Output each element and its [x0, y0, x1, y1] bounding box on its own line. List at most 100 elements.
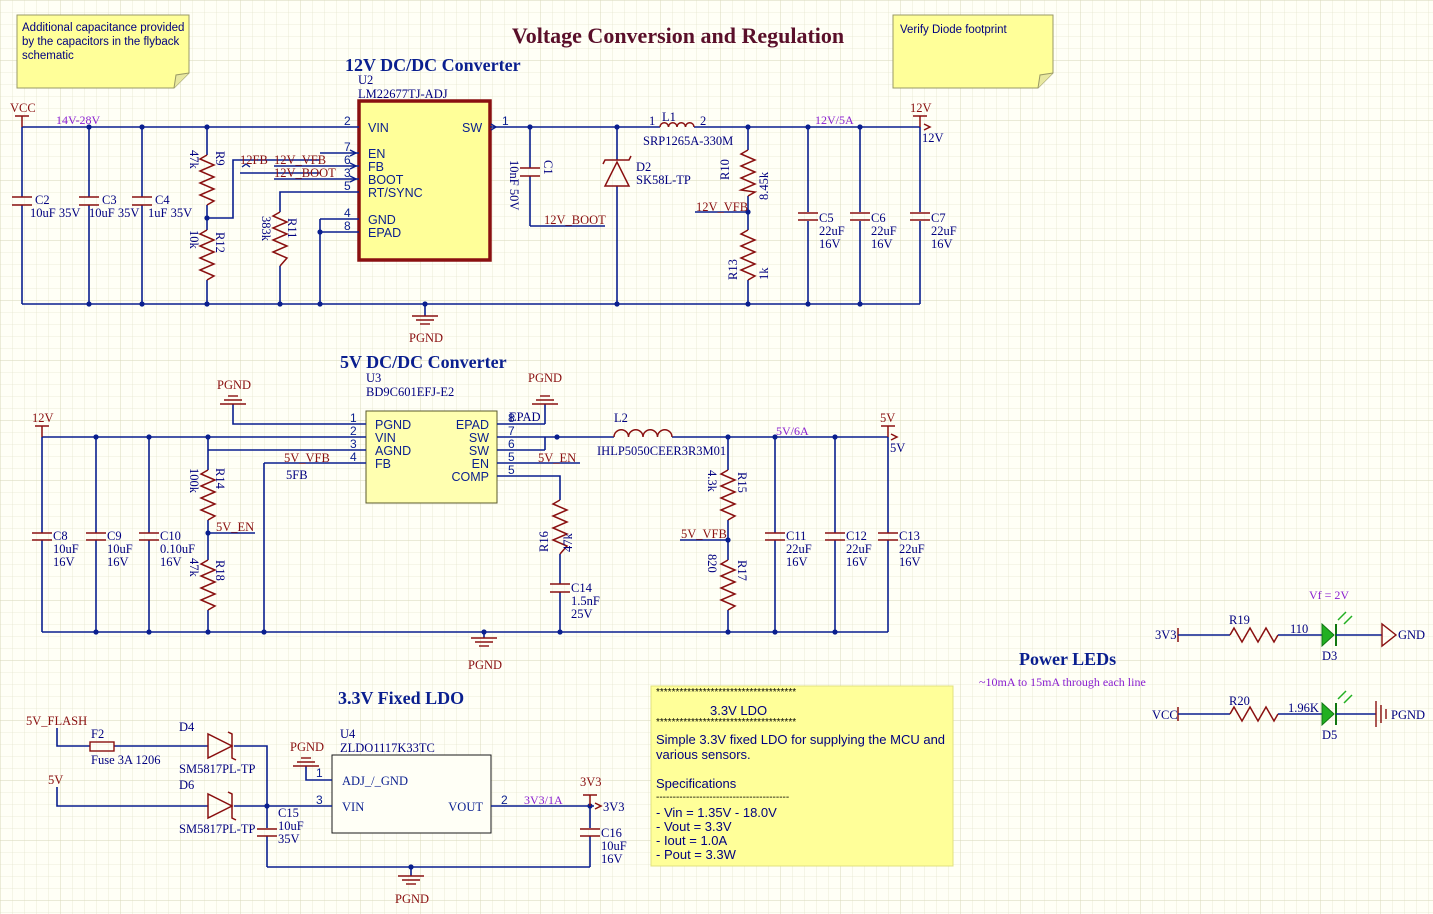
svg-text:3V3: 3V3	[603, 800, 625, 814]
svg-text:R15: R15	[735, 472, 749, 493]
diode-d2[interactable]: D2 SK58L-TP	[602, 155, 691, 187]
port-12v-out[interactable]: 12V 12V	[910, 101, 944, 145]
cap-c7[interactable]: C7 22uF 16V	[910, 211, 957, 251]
cap-c12[interactable]: C12 22uF 16V	[825, 529, 872, 569]
svg-text:12V: 12V	[910, 101, 932, 115]
svg-text:16V: 16V	[899, 555, 921, 569]
svg-text:4.3k: 4.3k	[705, 470, 719, 493]
cap-c5[interactable]: C5 22uF 16V	[798, 211, 845, 251]
svg-text:5V: 5V	[880, 411, 895, 425]
svg-text:Fuse 3A 1206: Fuse 3A 1206	[91, 753, 160, 767]
inductor-l1[interactable]: L1 1 2 SRP1265A-330M	[643, 110, 733, 148]
svg-text:C3: C3	[102, 193, 117, 207]
cap-c4[interactable]: C4 1uF 35V	[132, 193, 192, 220]
sheet-title: Voltage Conversion and Regulation	[512, 23, 844, 48]
fuse-f2[interactable]: F2 Fuse 3A 1206	[89, 727, 160, 767]
u3-pin1-num: 1	[350, 411, 357, 425]
port-5v-ldo[interactable]: 5V	[48, 773, 63, 787]
diode-d6[interactable]: D6 SM5817PL-TP	[179, 778, 255, 836]
u3-epad-net: EPAD	[509, 410, 541, 424]
svg-text:GND: GND	[1398, 628, 1425, 642]
u3-pin-comp: COMP	[452, 470, 490, 484]
svg-text:10uF: 10uF	[53, 542, 79, 556]
note-left[interactable]: Additional capacitance provided by the c…	[16, 14, 190, 89]
resistor-r14[interactable]: 100k R14	[187, 468, 227, 521]
resistor-r12[interactable]: 10k R12	[187, 229, 227, 281]
svg-text:VCC: VCC	[10, 101, 36, 115]
port-3v3-ldo[interactable]: 3V3 3V3	[580, 775, 625, 814]
pgnd-5v-left: PGND	[217, 378, 251, 405]
vcc-port-12v[interactable]: VCC	[10, 101, 36, 127]
ldo-info-box[interactable]: ************************************ 3.3…	[650, 685, 954, 867]
diode-d4[interactable]: D4 SM5817PL-TP	[179, 720, 255, 776]
u2-pin-en: EN	[368, 147, 385, 161]
u2-pin-sw: SW	[462, 121, 482, 135]
u2-pin6-num: 6	[344, 153, 351, 167]
cap-c6[interactable]: C6 22uF 16V	[850, 211, 897, 251]
led2-port[interactable]: VCC	[1152, 708, 1178, 722]
svg-text:5V: 5V	[890, 441, 905, 455]
svg-text:PGND: PGND	[528, 371, 562, 385]
cap-c11[interactable]: C11 22uF 16V	[765, 529, 812, 569]
cap-c9[interactable]: C9 10uF 16V	[86, 529, 133, 569]
svg-text:R16: R16	[537, 531, 551, 552]
net-12fb: 12FB	[240, 153, 268, 167]
svg-text:C7: C7	[931, 211, 946, 225]
cap-c10[interactable]: C10 0.10uF 16V	[139, 529, 195, 569]
svg-text:******************************: ************************************	[656, 717, 796, 728]
u3-pin5-comp-num: 5	[508, 463, 515, 477]
svg-text:SRP1265A-330M: SRP1265A-330M	[643, 134, 733, 148]
port-12v-in-5v[interactable]: 12V	[32, 411, 54, 437]
cap-c16[interactable]: C16 10uF 16V	[580, 826, 627, 866]
svg-text:C10: C10	[160, 529, 181, 543]
resistor-r17[interactable]: 820 R17	[705, 554, 749, 611]
resistor-r10[interactable]: R10 8.45k	[718, 149, 771, 200]
svg-text:820: 820	[705, 554, 719, 573]
led-row-2: VCC R20 1.96K D5 PGND	[1152, 690, 1425, 742]
led-d3	[1321, 622, 1335, 648]
port-5v-out[interactable]: 5V 5V	[880, 411, 905, 455]
u3-pin2-num: 2	[350, 424, 357, 438]
svg-text:16V: 16V	[160, 555, 182, 569]
svg-text:100k: 100k	[187, 468, 201, 494]
u3-pin-en: EN	[472, 457, 489, 471]
resistor-r13[interactable]: R13 1k	[726, 229, 771, 281]
note-right[interactable]: Verify Diode footprint	[892, 14, 1054, 89]
svg-text:16V: 16V	[107, 555, 129, 569]
cap-c14[interactable]: C14 1.5nF 25V	[550, 581, 600, 621]
pgnd-5v: PGND	[468, 637, 502, 672]
led1-port[interactable]: 3V3	[1155, 628, 1177, 642]
u2-pin1-num: 1	[502, 114, 509, 128]
u3-ic[interactable]	[365, 410, 498, 504]
u2-pin3-num: 3	[344, 166, 351, 180]
cap-c13[interactable]: C13 22uF 16V	[878, 529, 925, 569]
resistor-r11[interactable]: 383k R11	[259, 211, 299, 267]
svg-text:C6: C6	[871, 211, 886, 225]
cap-c2[interactable]: C2 10uF 35V	[12, 193, 80, 220]
svg-text:22uF: 22uF	[931, 224, 957, 238]
port-5v-flash[interactable]: 5V_FLASH	[26, 714, 87, 728]
inductor-l2[interactable]: L2 IHLP5050CEER3R3M01	[597, 411, 726, 458]
cap-c8[interactable]: C8 10uF 16V	[32, 529, 79, 569]
heading-12v-converter: 12V DC/DC Converter	[345, 55, 521, 75]
u4-ic[interactable]	[331, 754, 492, 834]
junctions-12v	[86, 124, 863, 307]
cap-c1[interactable]: 10nF 50V C1	[507, 160, 555, 210]
svg-text:2: 2	[700, 114, 706, 128]
resistor-r9[interactable]: 47k R9	[187, 150, 227, 206]
u2-pin-vin: VIN	[368, 121, 389, 135]
u2-ic[interactable]	[357, 99, 492, 262]
cap-c15[interactable]: C15 10uF 35V	[257, 806, 304, 846]
svg-text:10k: 10k	[187, 230, 201, 250]
net-5v-6a: 5V/6A	[776, 424, 809, 438]
svg-text:- Pout = 3.3W: - Pout = 3.3W	[656, 847, 737, 862]
heading-power-leds: Power LEDs	[1019, 649, 1116, 669]
cap-c3[interactable]: C3 10uF 35V	[79, 193, 139, 220]
resistor-r16[interactable]: R16 47k	[537, 499, 575, 555]
resistor-r15[interactable]: 4.3k R15	[705, 469, 749, 521]
resistor-r18[interactable]: 47k R18	[187, 558, 227, 611]
svg-text:R20: R20	[1229, 694, 1250, 708]
svg-text:various sensors.: various sensors.	[656, 747, 751, 762]
svg-text:10uF: 10uF	[107, 542, 133, 556]
